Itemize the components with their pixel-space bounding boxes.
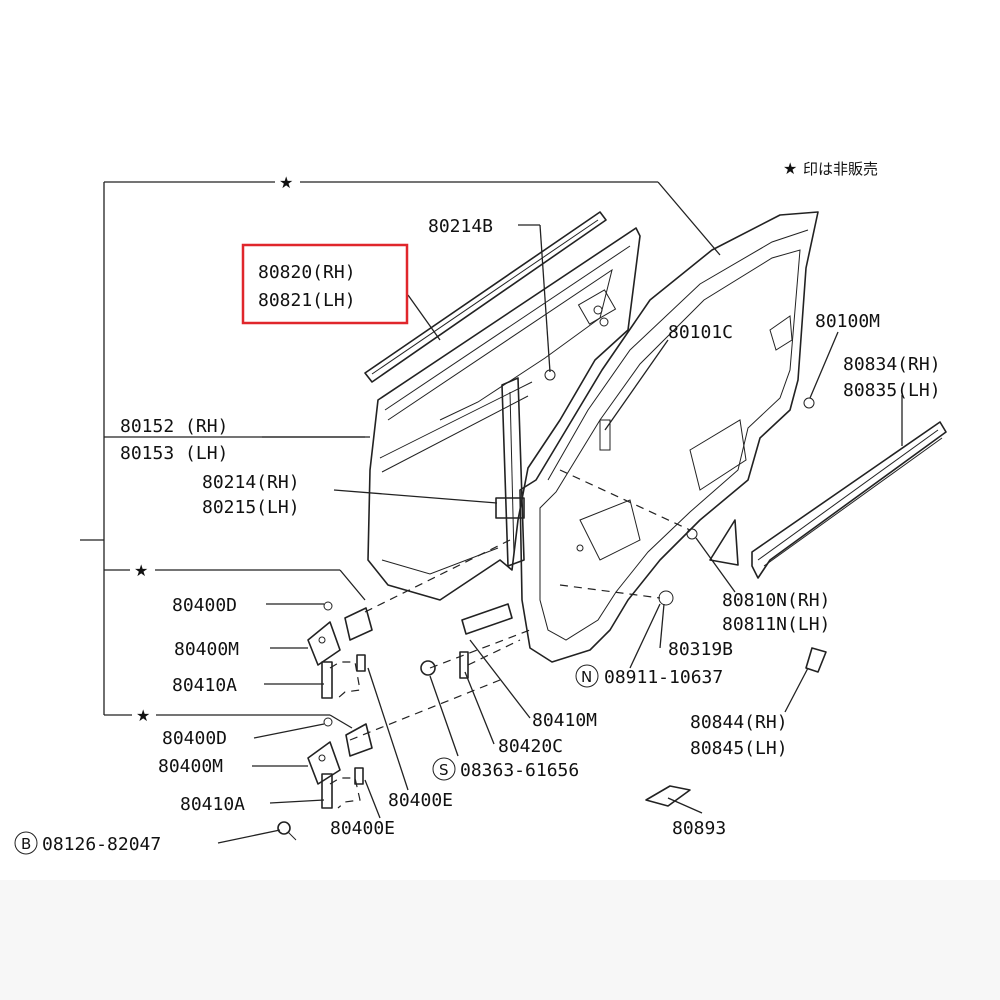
note-text: 印は非販売: [803, 160, 878, 178]
label-80100M: 80100M: [815, 311, 880, 332]
tree-star-top: ★: [279, 173, 293, 192]
label-80400D-lower: 80400D: [162, 728, 227, 749]
label-80153: 80153 (LH): [120, 443, 228, 464]
fastener-S-number: 08363-61656: [460, 760, 579, 781]
label-80400M-lower: 80400M: [158, 756, 223, 777]
window-sash-80214: [495, 369, 556, 567]
tree-star-middle: ★: [134, 561, 148, 580]
label-80820: 80820(RH): [258, 262, 356, 283]
label-80844: 80844(RH): [690, 712, 788, 733]
label-80215: 80215(LH): [202, 497, 300, 518]
lower-hinge-assembly: [277, 717, 373, 841]
footer-band: [0, 880, 1000, 1000]
clip-80844: [805, 647, 827, 673]
label-80420C: 80420C: [498, 736, 563, 757]
label-80811N: 80811N(LH): [722, 614, 830, 635]
label-80810N: 80810N(RH): [722, 590, 830, 611]
label-80410M: 80410M: [532, 710, 597, 731]
fastener-B-number: 08126-82047: [42, 834, 161, 855]
window-channel-strip-80820: [364, 211, 607, 383]
fastener-N-letter: N: [581, 668, 592, 686]
upper-hinge-assembly: [307, 601, 373, 699]
highlighted-part-box: [241, 243, 409, 325]
corner-trim-80810N: [709, 519, 739, 566]
label-80101C: 80101C: [668, 322, 733, 343]
label-80845: 80845(LH): [690, 738, 788, 759]
label-80400D-upper: 80400D: [172, 595, 237, 616]
label-80410A-upper: 80410A: [172, 675, 237, 696]
label-80821: 80821(LH): [258, 290, 356, 311]
fastener-B: B 08126-82047: [14, 831, 161, 855]
leader-lines: [217, 224, 903, 844]
label-80893: 80893: [672, 818, 726, 839]
label-80400E-upper: 80400E: [388, 790, 453, 811]
door-panel-80152: [367, 227, 641, 601]
fastener-N: N 08911-10637: [575, 664, 723, 688]
fastener-N-number: 08911-10637: [604, 667, 723, 688]
pad-80893: [645, 785, 691, 807]
label-80319B: 80319B: [668, 639, 733, 660]
door-frame-80101C: [519, 211, 819, 663]
fastener-S: S 08363-61656: [432, 757, 579, 781]
fastener-S-letter: S: [439, 761, 449, 779]
label-80410A-lower: 80410A: [180, 794, 245, 815]
assembly-bracket-tree: [80, 181, 721, 729]
tree-star-bottom: ★: [136, 706, 150, 725]
fastener-B-letter: B: [21, 835, 31, 853]
label-80834: 80834(RH): [843, 354, 941, 375]
label-80214B: 80214B: [428, 216, 493, 237]
weatherstrip-80834: [751, 397, 947, 579]
label-80835: 80835(LH): [843, 380, 941, 401]
label-80400M-upper: 80400M: [174, 639, 239, 660]
label-80152: 80152 (RH): [120, 416, 228, 437]
label-80400E-lower: 80400E: [330, 818, 395, 839]
label-80214: 80214(RH): [202, 472, 300, 493]
guide-dash-lines: [349, 469, 691, 741]
note-star: ★: [783, 159, 797, 178]
